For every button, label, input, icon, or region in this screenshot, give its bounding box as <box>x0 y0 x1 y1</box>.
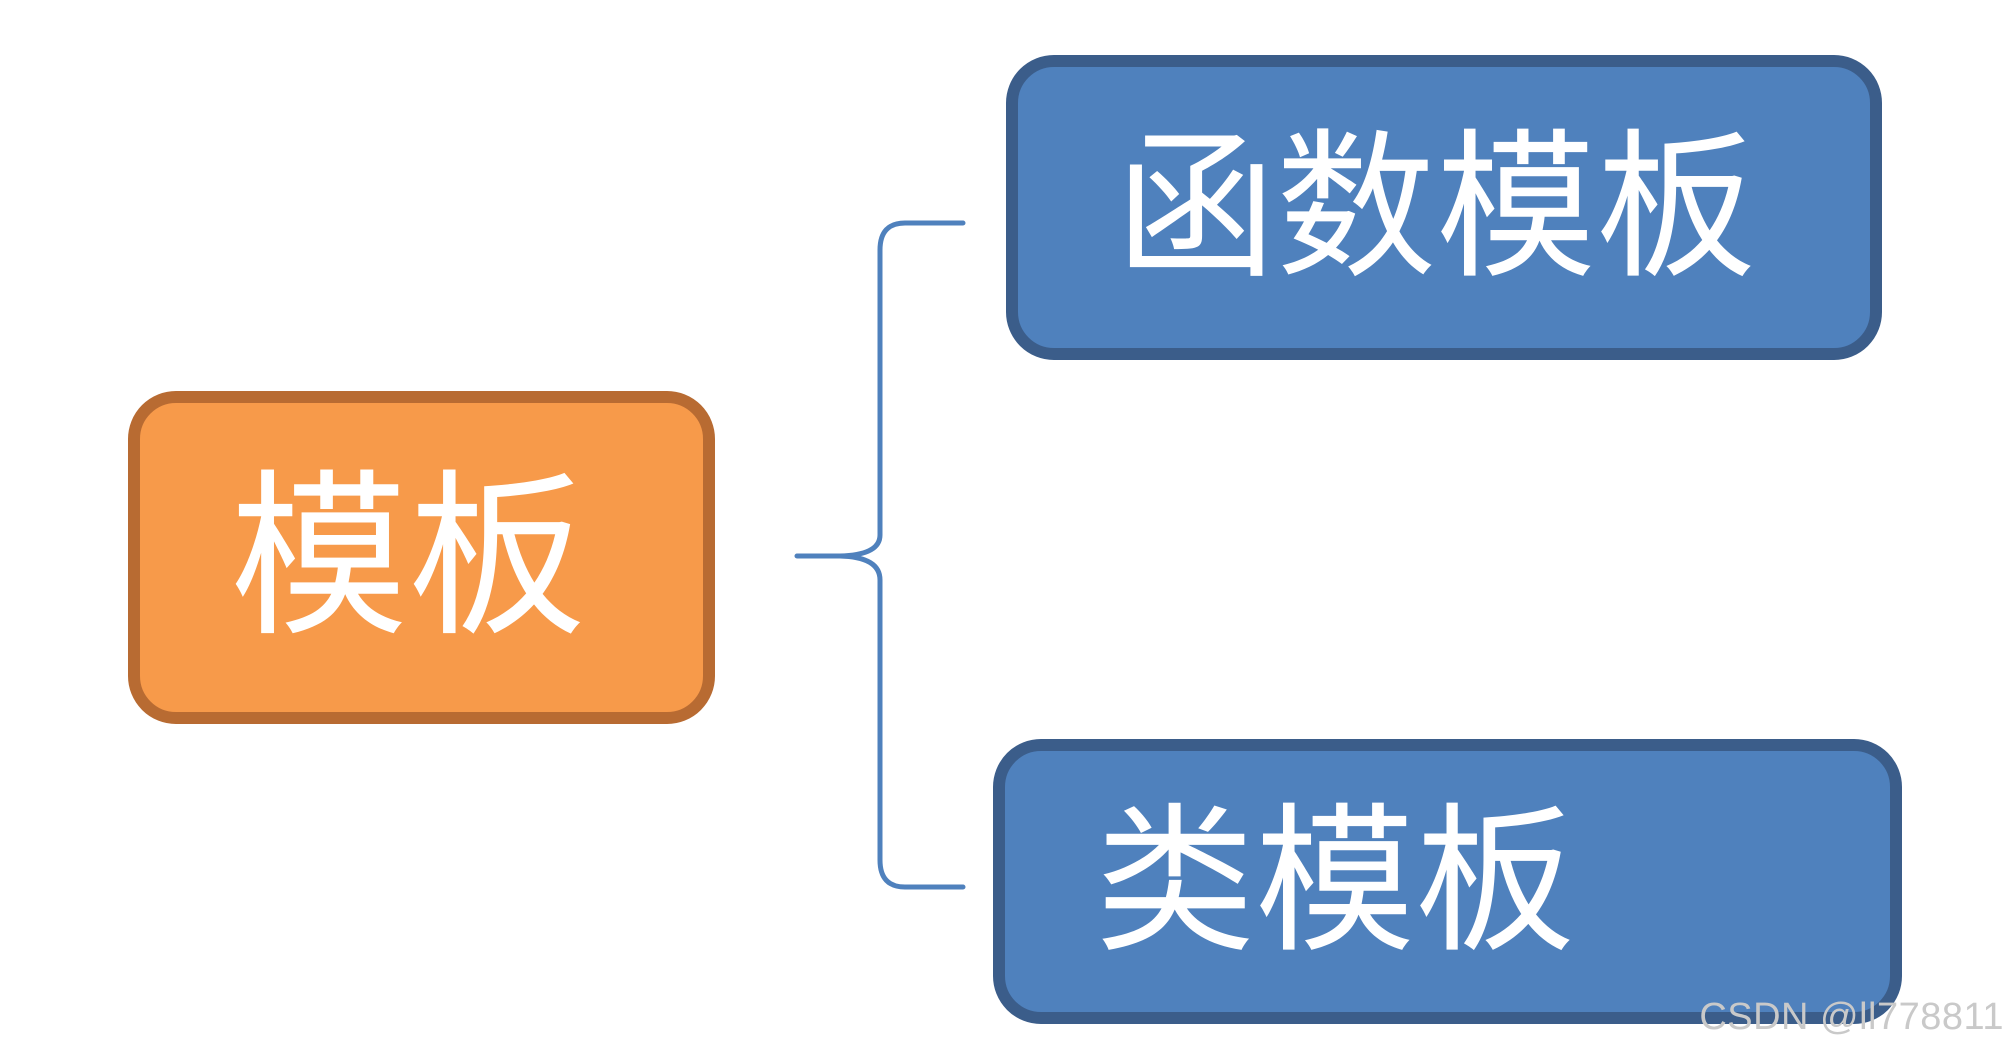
child-node-label: 类模板 <box>1095 787 1576 975</box>
brace-line <box>794 220 966 890</box>
child-node-class-template: 类模板 <box>993 739 1902 1024</box>
root-node-template: 模板 <box>128 391 715 724</box>
child-node-function-template: 函数模板 <box>1006 55 1882 360</box>
child-node-label: 函数模板 <box>1116 113 1757 301</box>
watermark: CSDN @ll778811 <box>1699 996 2004 1038</box>
root-node-label: 模板 <box>230 453 586 661</box>
